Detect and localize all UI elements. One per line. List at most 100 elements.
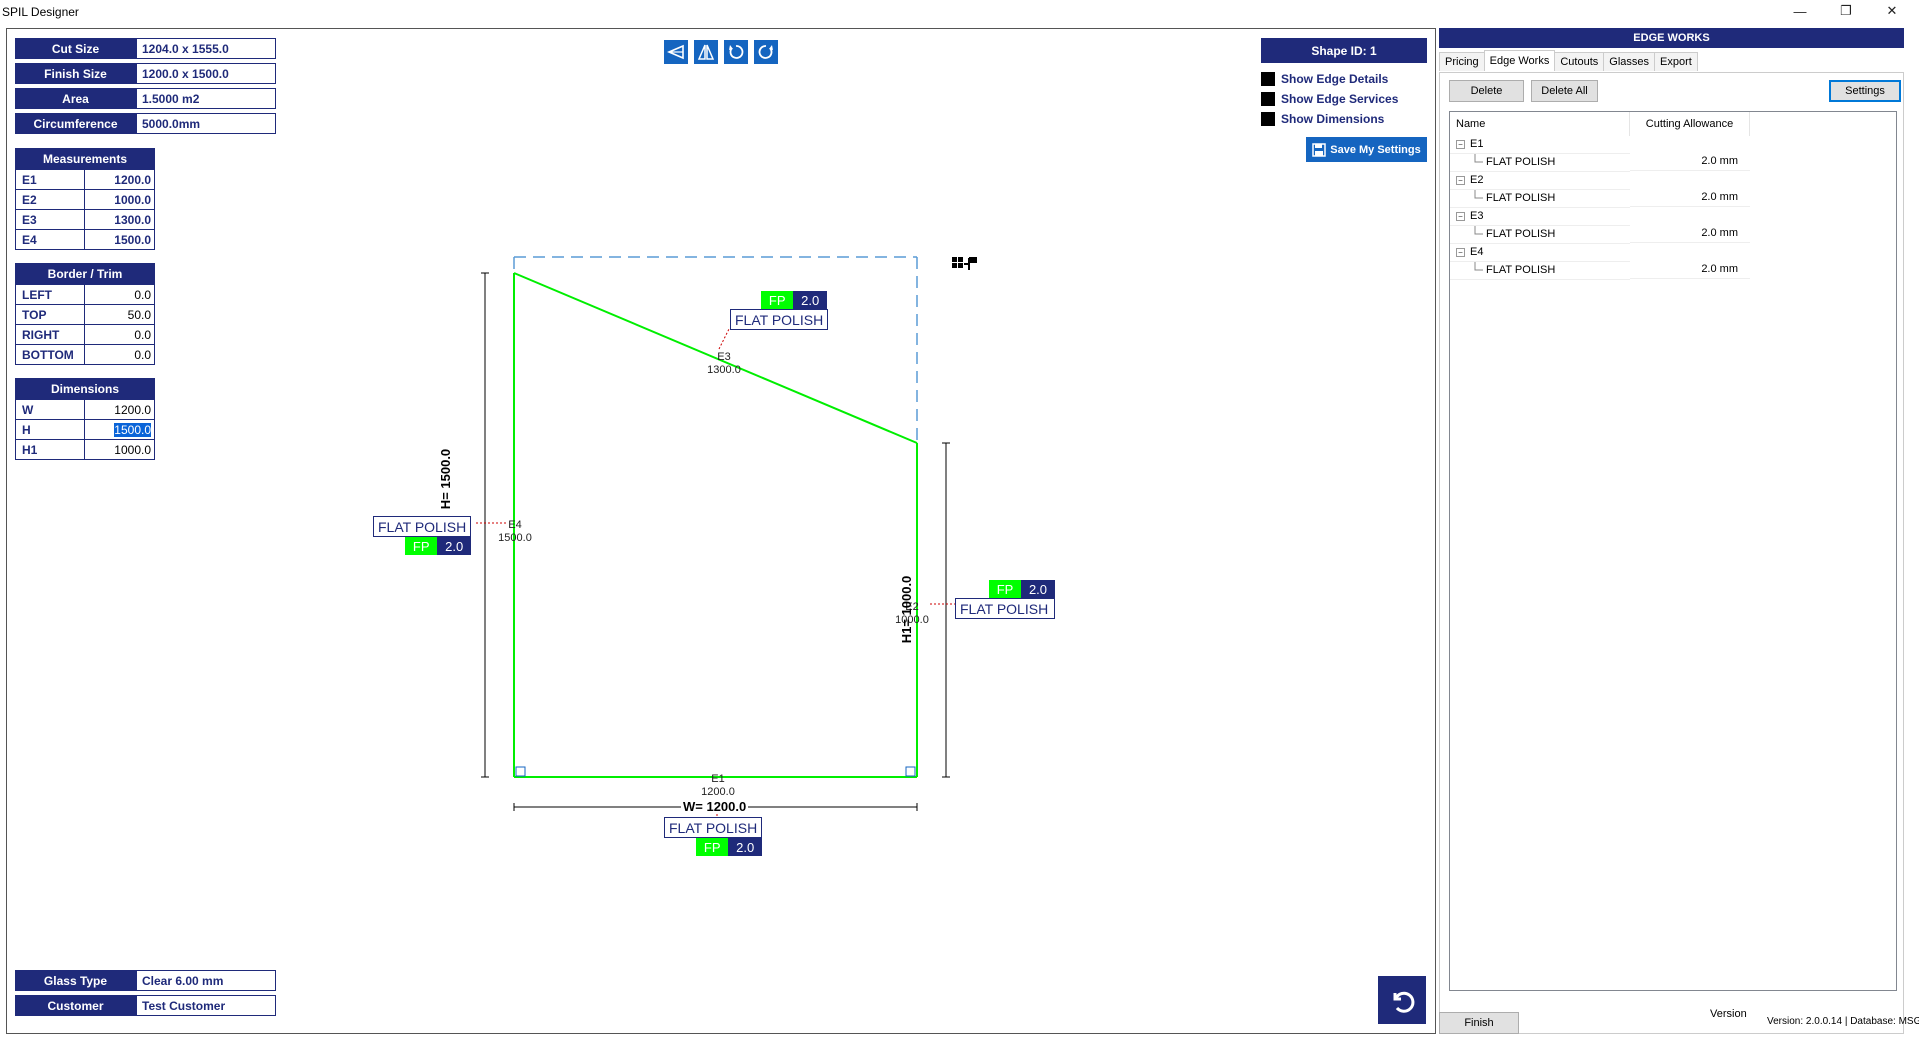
- dimension-value[interactable]: 1000.0: [114, 442, 151, 457]
- tree-edge-node[interactable]: − E2: [1450, 172, 1750, 190]
- dimension-row[interactable]: W 1200.0: [16, 399, 154, 419]
- rotate-right-button[interactable]: [754, 40, 778, 64]
- tree-service-label: FLAT POLISH: [1486, 192, 1556, 204]
- customer-label: Customer: [15, 995, 136, 1016]
- corner-marker[interactable]: [515, 766, 526, 777]
- measurement-value[interactable]: 1300.0: [114, 212, 151, 227]
- tree-service-node[interactable]: FLAT POLISH 2.0 mm: [1450, 190, 1750, 208]
- edge-works-tree[interactable]: Name Cutting Allowance − E1 FLAT POLISH …: [1449, 111, 1897, 991]
- mirror-vertical-button[interactable]: [694, 40, 718, 64]
- tree-service-node[interactable]: FLAT POLISH 2.0 mm: [1450, 262, 1750, 280]
- dimension-value[interactable]: 1200.0: [114, 402, 151, 417]
- tree-allowance-value[interactable]: 2.0 mm: [1630, 155, 1750, 171]
- checkbox-icon: [1261, 72, 1275, 86]
- tree-allowance-value[interactable]: 2.0 mm: [1630, 263, 1750, 279]
- show-dimensions-checkbox[interactable]: Show Dimensions: [1261, 112, 1384, 126]
- tree-service-node[interactable]: FLAT POLISH 2.0 mm: [1450, 154, 1750, 172]
- tab-edge-works[interactable]: Edge Works: [1483, 50, 1556, 71]
- restore-icon: ❐: [1840, 3, 1852, 18]
- cut-size-label: Cut Size: [15, 38, 136, 59]
- version-label: Version: [1710, 1008, 1747, 1020]
- restore-button[interactable]: ❐: [1823, 0, 1869, 22]
- design-canvas[interactable]: Cut Size 1204.0 x 1555.0 Finish Size 120…: [6, 28, 1436, 1034]
- finish-button[interactable]: Finish: [1439, 1012, 1519, 1034]
- glass-type-label: Glass Type: [15, 970, 136, 991]
- border-value[interactable]: 0.0: [134, 347, 151, 362]
- circumference-label: Circumference: [15, 113, 136, 134]
- corner-marker[interactable]: [905, 766, 916, 777]
- layout-grid-icon[interactable]: [952, 257, 963, 268]
- measurement-value[interactable]: 1200.0: [114, 172, 151, 187]
- collapse-icon[interactable]: −: [1456, 212, 1465, 221]
- collapse-icon[interactable]: −: [1456, 248, 1465, 257]
- tree-edge-label: E2: [1470, 174, 1484, 186]
- border-value[interactable]: 0.0: [134, 287, 151, 302]
- title-bar: SPIL Designer — ❐ ✕: [0, 0, 1919, 24]
- rotate-left-button[interactable]: [724, 40, 748, 64]
- undo-button[interactable]: [1378, 976, 1426, 1024]
- tree-service-node[interactable]: FLAT POLISH 2.0 mm: [1450, 226, 1750, 244]
- measurement-value[interactable]: 1000.0: [114, 192, 151, 207]
- tree-edge-node[interactable]: − E1: [1450, 136, 1750, 154]
- customer-value[interactable]: Test Customer: [136, 995, 276, 1016]
- delete-button[interactable]: Delete: [1449, 80, 1524, 102]
- show-edge-services-checkbox[interactable]: Show Edge Services: [1261, 92, 1398, 106]
- mirror-horizontal-button[interactable]: [664, 40, 688, 64]
- dimension-key: W: [16, 400, 86, 419]
- layout-split-icon[interactable]: [964, 257, 977, 270]
- border-trim-title: Border / Trim: [16, 264, 154, 284]
- e3-leader: [718, 328, 730, 350]
- allowance-badge: 2.0: [793, 291, 828, 309]
- show-edge-details-checkbox[interactable]: Show Edge Details: [1261, 72, 1388, 86]
- fp-badge: FP: [405, 537, 438, 555]
- collapse-icon[interactable]: −: [1456, 176, 1465, 185]
- tab-cutouts[interactable]: Cutouts: [1554, 52, 1605, 71]
- tab-export[interactable]: Export: [1654, 52, 1698, 71]
- tree-edge-label: E3: [1470, 210, 1484, 222]
- tree-edge-node[interactable]: − E3: [1450, 208, 1750, 226]
- minimize-button[interactable]: —: [1777, 0, 1823, 22]
- column-name[interactable]: Name: [1450, 112, 1630, 136]
- tree-allowance-value[interactable]: 2.0 mm: [1630, 227, 1750, 243]
- border-value[interactable]: 0.0: [134, 327, 151, 342]
- measurement-value[interactable]: 1500.0: [114, 232, 151, 247]
- tree-connector-icon: [1474, 226, 1483, 235]
- version-info: Version: 2.0.0.14 | Database: MSG: [1767, 1016, 1919, 1027]
- dimension-value-selected[interactable]: 1500.0: [85, 420, 154, 439]
- edge-e3-line[interactable]: [513, 272, 918, 444]
- tree-edge-node[interactable]: − E4: [1450, 244, 1750, 262]
- tab-pricing[interactable]: Pricing: [1439, 52, 1485, 71]
- tree-allowance-value[interactable]: 2.0 mm: [1630, 191, 1750, 207]
- tab-glasses[interactable]: Glasses: [1603, 52, 1656, 71]
- save-settings-button[interactable]: Save My Settings: [1306, 137, 1427, 162]
- dimension-key: H: [16, 420, 86, 439]
- delete-all-button[interactable]: Delete All: [1531, 80, 1598, 102]
- column-cutting-allowance[interactable]: Cutting Allowance: [1630, 112, 1750, 136]
- service-label: FLAT POLISH: [373, 516, 472, 537]
- service-label: FLAT POLISH: [664, 817, 763, 838]
- close-button[interactable]: ✕: [1869, 0, 1915, 22]
- settings-button[interactable]: Settings: [1829, 80, 1901, 102]
- collapse-icon[interactable]: −: [1456, 140, 1465, 149]
- glass-type-value[interactable]: Clear 6.00 mm: [136, 970, 276, 991]
- border-value[interactable]: 50.0: [127, 307, 151, 322]
